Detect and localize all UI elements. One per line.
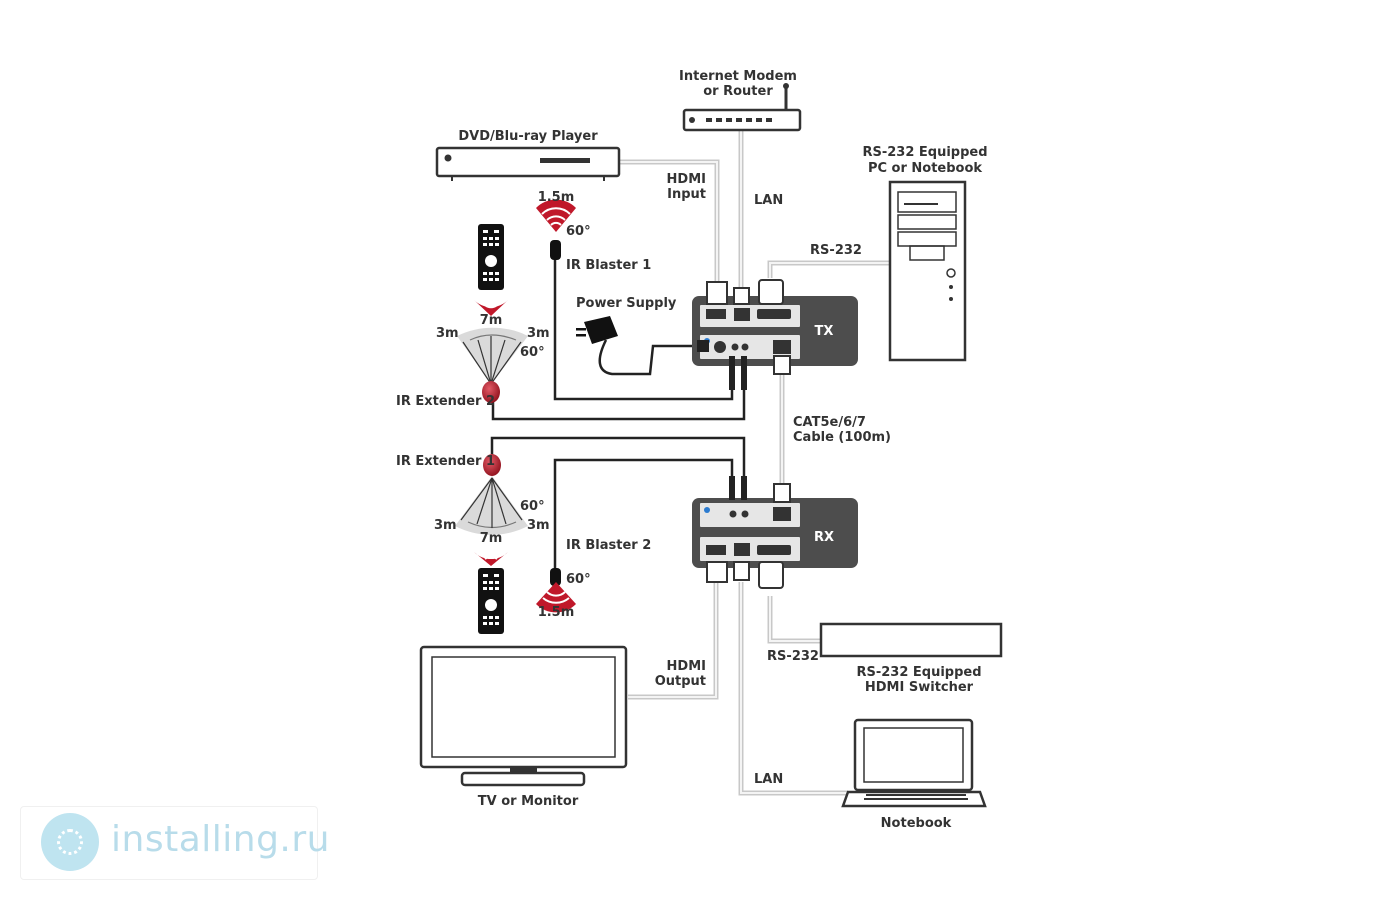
watermark-text: installing.ru xyxy=(111,819,330,860)
hdmi-input-label-line1: HDMI xyxy=(667,172,706,187)
modem-label-line1: Internet Modem xyxy=(679,69,797,84)
ext2-angle: 60° xyxy=(520,345,545,360)
ir-blaster-2-label: IR Blaster 2 xyxy=(566,538,651,553)
watermark: installing.ru xyxy=(20,806,329,880)
rs232-pc-label-line1: RS-232 Equipped xyxy=(862,145,987,160)
notebook xyxy=(841,718,987,808)
tv-monitor xyxy=(419,645,628,787)
cat-cable-label-line2: Cable (100m) xyxy=(793,430,891,445)
hdmi-input-label-line2: Input xyxy=(667,187,706,202)
dvd-player xyxy=(435,146,621,181)
rx-label: RX xyxy=(814,530,834,545)
lan-bottom-label: LAN xyxy=(754,772,783,787)
tx-unit xyxy=(692,279,858,390)
hdmi-output-label-line1: HDMI xyxy=(667,659,706,674)
ir-extender-1-fan xyxy=(455,454,528,535)
ir-blaster-2 xyxy=(536,568,576,613)
hdmi-switcher xyxy=(819,622,1003,658)
ir-blaster-1 xyxy=(536,199,576,260)
remote-bottom-range: 7m xyxy=(480,531,503,546)
ir-extender-1-label: IR Extender 1 xyxy=(396,454,495,469)
power-supply xyxy=(576,316,618,344)
ir-blaster-1-label: IR Blaster 1 xyxy=(566,258,651,273)
ir-extender-2-label: IR Extender 2 xyxy=(396,394,495,409)
tx-label: TX xyxy=(815,324,834,339)
blaster1-distance: 1.5m xyxy=(538,190,575,205)
globe-icon xyxy=(41,813,99,871)
rs232-top-label: RS-232 xyxy=(810,243,862,258)
pc-tower xyxy=(888,180,967,362)
rs232-switcher-label-line2: HDMI Switcher xyxy=(865,680,974,695)
ext1-right-range: 3m xyxy=(527,518,550,533)
cat-cable-label-line1: CAT5e/6/7 xyxy=(793,415,866,430)
cables xyxy=(620,131,890,796)
rs232-switcher-label-line1: RS-232 Equipped xyxy=(856,665,981,680)
tv-label: TV or Monitor xyxy=(478,794,579,809)
remote-control-bottom xyxy=(474,550,508,634)
ext2-right-range: 3m xyxy=(527,326,550,341)
blaster2-angle: 60° xyxy=(566,572,591,587)
rx-unit xyxy=(692,476,858,589)
remote-top-range: 7m xyxy=(480,313,503,328)
blaster1-angle: 60° xyxy=(566,224,591,239)
modem-router xyxy=(682,83,802,132)
rs232-bottom-label: RS-232 xyxy=(767,649,819,664)
dvd-label: DVD/Blu-ray Player xyxy=(458,129,598,144)
hdmi-output-label-line2: Output xyxy=(655,674,706,689)
notebook-label: Notebook xyxy=(881,816,952,831)
rs232-pc-label-line2: PC or Notebook xyxy=(868,161,982,176)
modem-label-line2: or Router xyxy=(703,84,773,99)
power-supply-label: Power Supply xyxy=(576,296,677,311)
ext1-angle: 60° xyxy=(520,499,545,514)
blaster2-distance: 1.5m xyxy=(538,605,575,620)
ir-extender-2-fan xyxy=(457,327,528,403)
ext1-left-range: 3m xyxy=(434,518,457,533)
lan-top-label: LAN xyxy=(754,193,783,208)
ext2-left-range: 3m xyxy=(436,326,459,341)
remote-control-top xyxy=(474,224,508,316)
